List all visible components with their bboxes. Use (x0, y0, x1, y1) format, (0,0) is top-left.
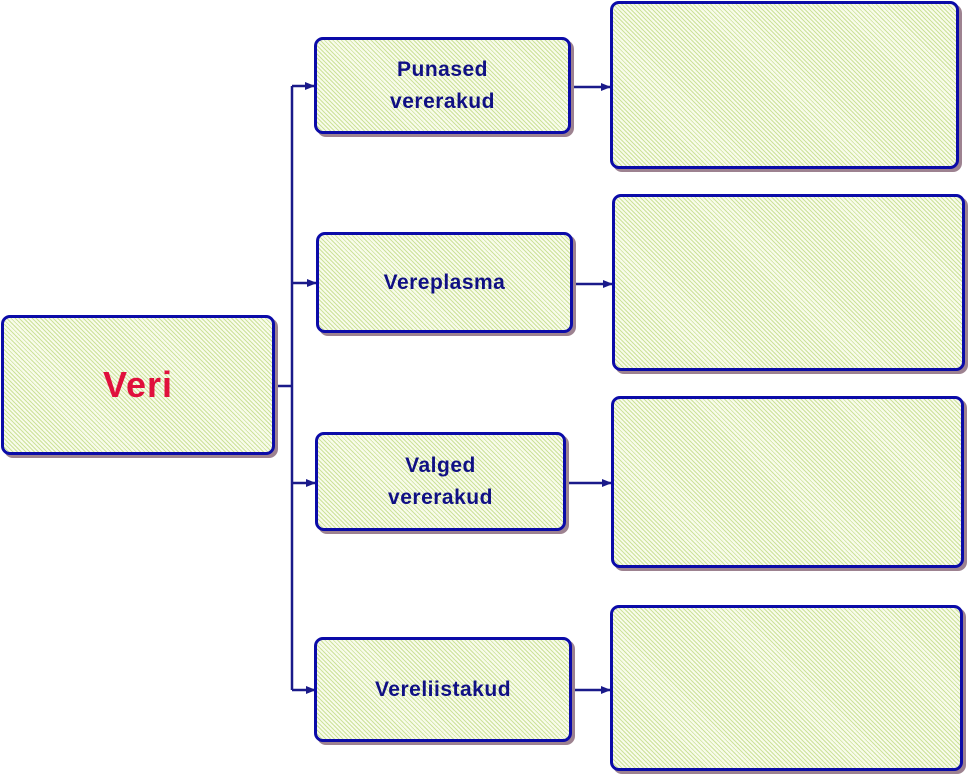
root-label: Veri (102, 364, 174, 405)
branch-label: Valged vererakud (388, 453, 493, 509)
answer-box-2[interactable] (612, 194, 965, 371)
answer-box-3[interactable] (611, 396, 964, 568)
branch-label: Punased vererakud (390, 57, 495, 113)
branch-label: Vereliistakud (374, 677, 512, 701)
branch-node-punased-vererakud: Punased vererakud (314, 37, 571, 134)
root-node: Veri (1, 315, 275, 455)
branch-node-vereliistakud: Vereliistakud (314, 637, 572, 742)
branch-label: Vereplasma (383, 270, 506, 294)
answer-box-1[interactable] (610, 1, 959, 169)
branch-node-vereplasma: Vereplasma (316, 232, 573, 333)
branch-node-valged-vererakud: Valged vererakud (315, 432, 566, 531)
answer-box-4[interactable] (610, 605, 963, 771)
